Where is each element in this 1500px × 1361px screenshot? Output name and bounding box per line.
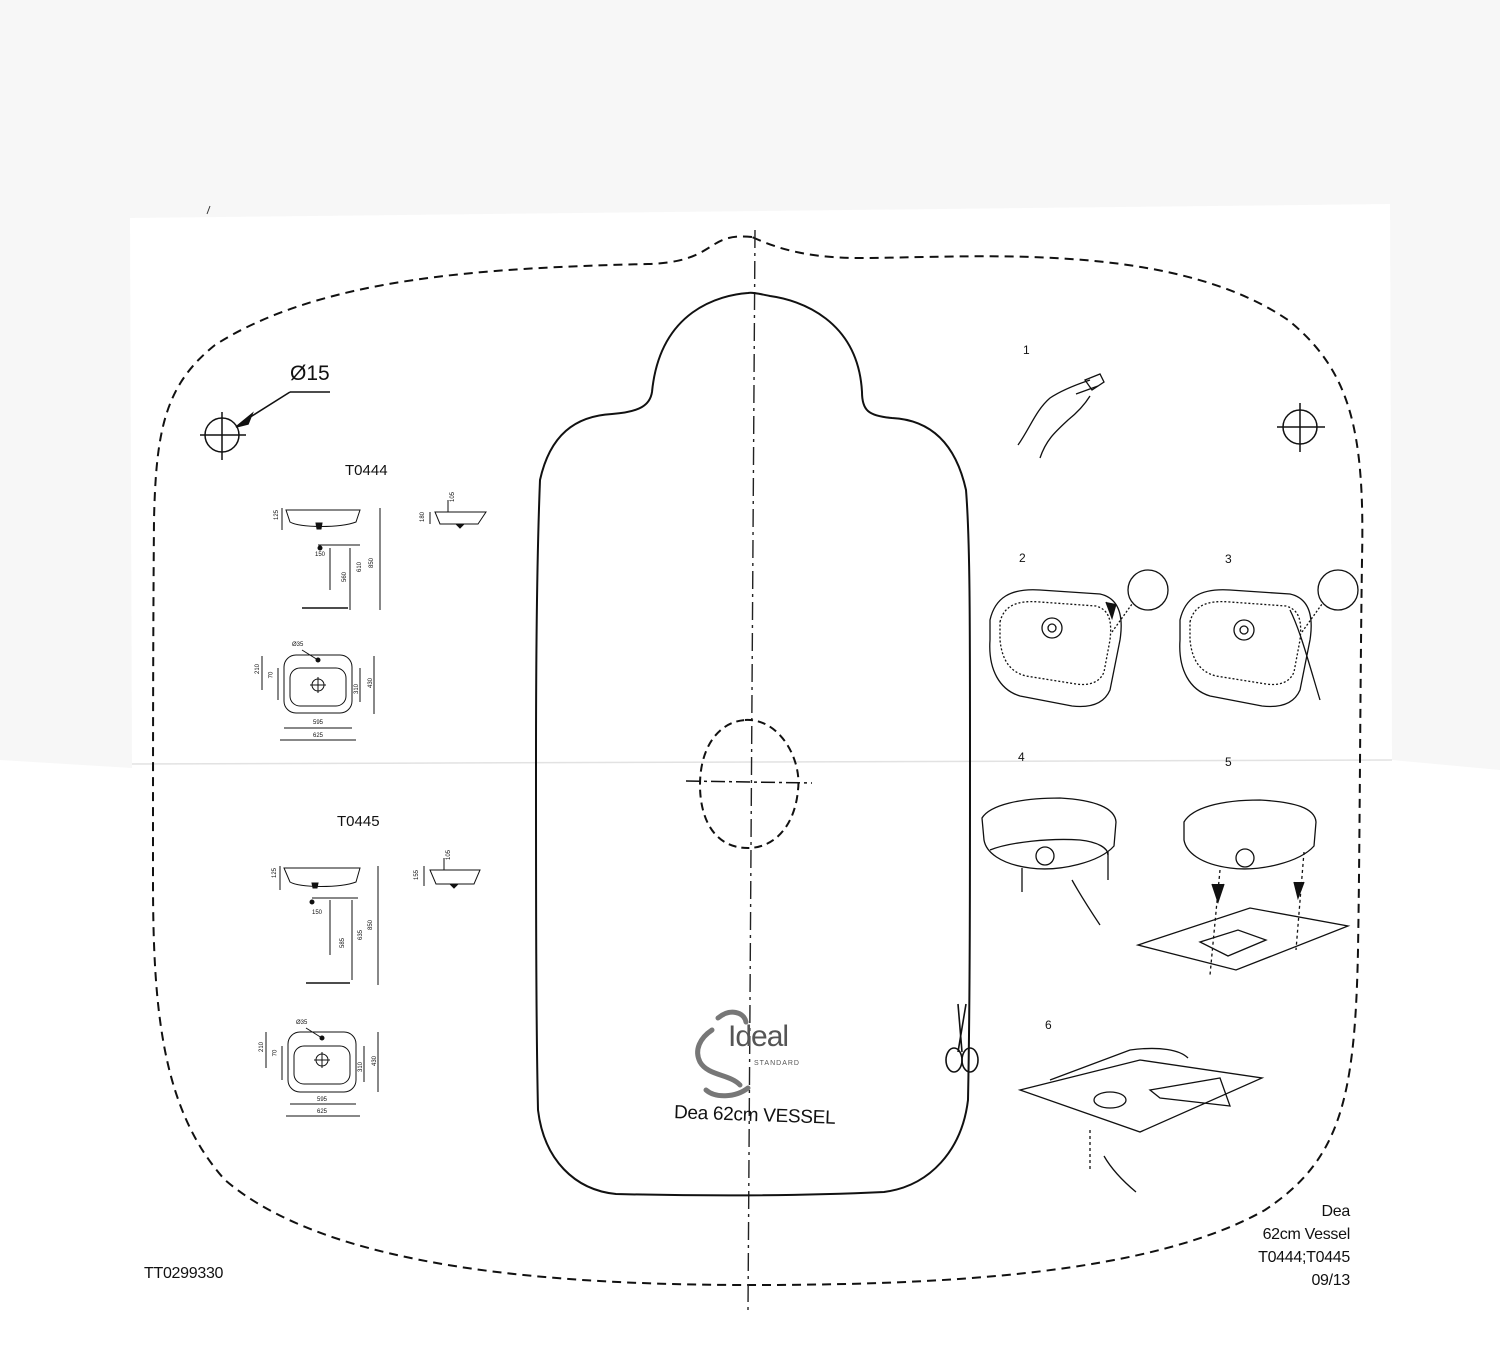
hole-leader-arrow (235, 391, 330, 428)
dim-label: 310 (354, 683, 361, 695)
step-number-5: 5 (1225, 755, 1232, 769)
model-code-t0445: T0445 (337, 813, 380, 830)
waste-hole-crosshair (685, 780, 813, 784)
hole-diameter-label: Ø15 (290, 362, 330, 385)
step4-drawing (981, 797, 1117, 926)
model-info-size: 62cm Vessel (1262, 1226, 1351, 1243)
dim-label: 125 (274, 509, 281, 521)
fixing-hole-left (200, 412, 246, 460)
dim-label: 70 (272, 1049, 279, 1057)
dim-label: 560 (342, 571, 349, 583)
step3-drawing (1179, 569, 1359, 708)
dim-label: 595 (313, 720, 324, 726)
dim-label: 430 (368, 677, 375, 689)
dim-label: 850 (369, 557, 376, 569)
brand-name: Ideal (728, 1020, 789, 1053)
brand-subtitle: STANDARD (754, 1060, 800, 1067)
t0444-top-view (261, 649, 375, 741)
step5-drawing (1135, 799, 1351, 976)
step-number-4: 4 (1018, 750, 1025, 764)
model-code-t0444: T0444 (345, 462, 388, 479)
dim-label: 105 (450, 491, 457, 503)
dim-label: Ø35 (296, 1020, 308, 1026)
t0445-top-view (265, 1027, 379, 1117)
step-number-3: 3 (1225, 552, 1232, 566)
dim-label: 625 (313, 733, 324, 739)
hand-pliers-icon (1017, 373, 1105, 459)
dim-label: 610 (357, 561, 364, 573)
step6-drawing (1017, 1047, 1265, 1193)
center-axis-line (747, 229, 756, 1311)
dim-label: 125 (272, 867, 279, 879)
dim-label: 150 (315, 552, 326, 558)
model-info-name: Dea (1321, 1203, 1351, 1220)
dim-label: 585 (340, 937, 347, 949)
model-info-block: Dea 62cm Vessel T0444;T0445 09/13 (1258, 1200, 1350, 1292)
model-info-codes: T0444;T0445 (1258, 1249, 1350, 1266)
dim-label: 430 (372, 1055, 379, 1067)
dim-label: 850 (368, 919, 375, 931)
step2-drawing (989, 569, 1169, 708)
model-info-date: 09/13 (1311, 1272, 1350, 1289)
dim-label: 155 (414, 869, 421, 881)
document-code: TT0299330 (144, 1265, 224, 1282)
dim-label: Ø35 (292, 642, 304, 648)
t0444-side-view (281, 508, 381, 610)
t0445-side-view (279, 866, 379, 985)
dim-label: 180 (420, 511, 427, 523)
outer-cut-line (151, 235, 1364, 1287)
dim-label: 105 (446, 849, 453, 861)
step-number-1: 1 (1023, 343, 1030, 357)
basin-outline (535, 291, 971, 1197)
fixing-hole-right (1277, 403, 1325, 452)
scissors-icon (945, 1003, 979, 1073)
dim-label: 310 (358, 1061, 365, 1073)
t0445-end-view (423, 858, 481, 889)
dim-label: 210 (259, 1041, 266, 1053)
logo-swirl-icon (695, 1009, 751, 1099)
dim-label: 70 (268, 671, 275, 679)
paper-fold-line (131, 759, 1393, 765)
dim-label: 210 (255, 663, 262, 675)
dim-label: 150 (312, 910, 323, 916)
dim-label: 595 (317, 1097, 328, 1103)
t0444-end-view (429, 500, 487, 529)
dim-label: 625 (317, 1109, 328, 1115)
step-number-2: 2 (1019, 551, 1026, 565)
paper-sheet (0, 204, 1500, 1361)
waste-hole-outline (698, 718, 800, 850)
dim-label: 635 (358, 929, 365, 941)
step-number-6: 6 (1045, 1018, 1052, 1032)
